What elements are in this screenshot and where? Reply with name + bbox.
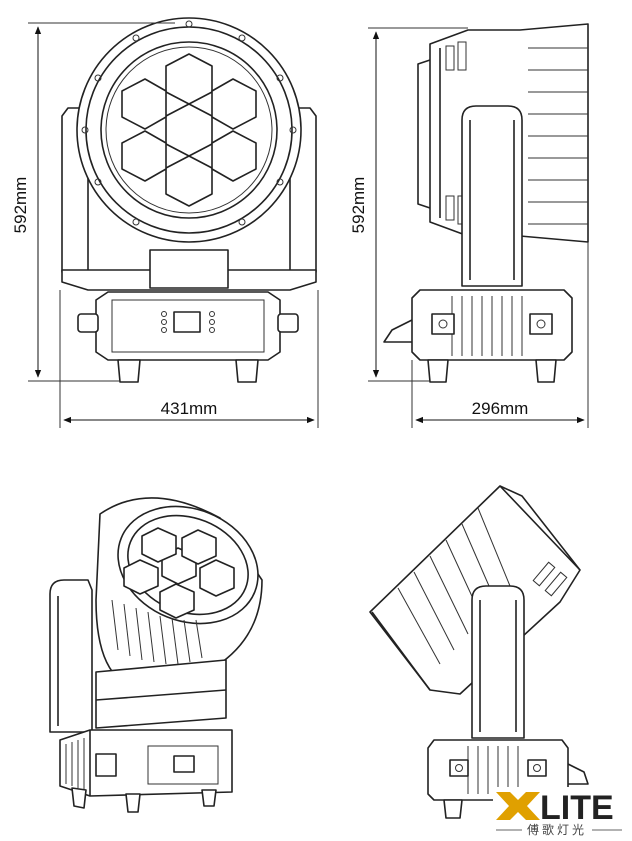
side-height-label: 592mm xyxy=(349,177,368,234)
side-view xyxy=(383,23,589,383)
brand-logo: LITE 傅歌灯光 xyxy=(493,787,625,837)
front-width-label: 431mm xyxy=(161,399,218,418)
front-led-lenses xyxy=(121,53,257,207)
front-dimension-lines xyxy=(28,22,319,428)
front-height-label: 592mm xyxy=(11,177,30,234)
side-depth-label: 296mm xyxy=(472,399,529,418)
logo-wordmark: LITE xyxy=(540,789,614,827)
front-view xyxy=(61,17,317,383)
isometric-view-front xyxy=(49,497,263,813)
isometric-view-side xyxy=(369,485,589,819)
logo-subtitle: 傅歌灯光 xyxy=(527,822,587,837)
side-dimension-lines xyxy=(368,27,589,428)
